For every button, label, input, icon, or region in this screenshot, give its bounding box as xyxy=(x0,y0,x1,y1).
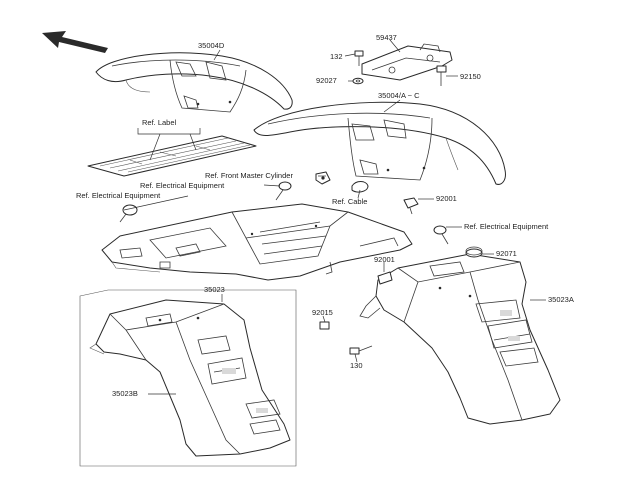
clip-electrical-equipment-2 xyxy=(119,204,138,223)
label-35023a: 35023A xyxy=(548,295,574,304)
label-sheet xyxy=(87,128,257,177)
label-ref-electrical-equipment-1: Ref. Electrical Equipment xyxy=(140,181,225,190)
label-ref-cable: Ref. Cable xyxy=(332,197,368,206)
label-ref-front-master-cylinder: Ref. Front Master Cylinder xyxy=(205,171,293,180)
label-59437: 59437 xyxy=(376,33,397,42)
clip-92001-lower xyxy=(377,262,393,285)
label-132: 132 xyxy=(330,52,343,61)
label-92015: 92015 xyxy=(312,308,333,317)
label-35023: 35023 xyxy=(204,285,225,294)
label-92001-lower: 92001 xyxy=(374,255,395,264)
bolt-92150 xyxy=(436,65,447,86)
nut-92015 xyxy=(319,321,330,330)
clip-electrical-equipment-3 xyxy=(433,225,449,245)
rear-fender-35023a xyxy=(359,253,561,425)
front-fender-35004a-c xyxy=(253,101,506,185)
label-35004a-c: 35004/A ~ C xyxy=(378,91,420,100)
bolt-132 xyxy=(354,50,364,66)
label-ref-electrical-equipment-3: Ref. Electrical Equipment xyxy=(464,222,549,231)
label-92027: 92027 xyxy=(316,76,337,85)
label-92071: 92071 xyxy=(496,249,517,258)
front-fender-35004d xyxy=(95,52,293,113)
clip-electrical-equipment-1 xyxy=(275,181,292,201)
label-ref-electrical-equipment-2: Ref. Electrical Equipment xyxy=(76,191,161,200)
clip-cable xyxy=(351,181,369,193)
rear-fender-35023b xyxy=(89,299,291,457)
washer-92027 xyxy=(352,77,364,85)
label-ref-label: Ref. Label xyxy=(142,118,177,127)
clip-92001-upper xyxy=(403,197,419,215)
inner-fender-tray xyxy=(101,203,413,281)
label-92150: 92150 xyxy=(460,72,481,81)
bolt-130 xyxy=(349,345,373,355)
leader-lines xyxy=(123,39,546,395)
grommet-92071 xyxy=(465,246,483,258)
label-35023b: 35023B xyxy=(112,389,138,398)
bracket-59437 xyxy=(361,43,453,81)
label-130: 130 xyxy=(350,361,363,370)
direction-arrow-icon xyxy=(42,31,108,53)
label-35004d: 35004D xyxy=(198,41,225,50)
rear-fender-35023b-box xyxy=(79,289,297,467)
clip-front-master-cylinder xyxy=(315,171,331,185)
label-92001-upper: 92001 xyxy=(436,194,457,203)
